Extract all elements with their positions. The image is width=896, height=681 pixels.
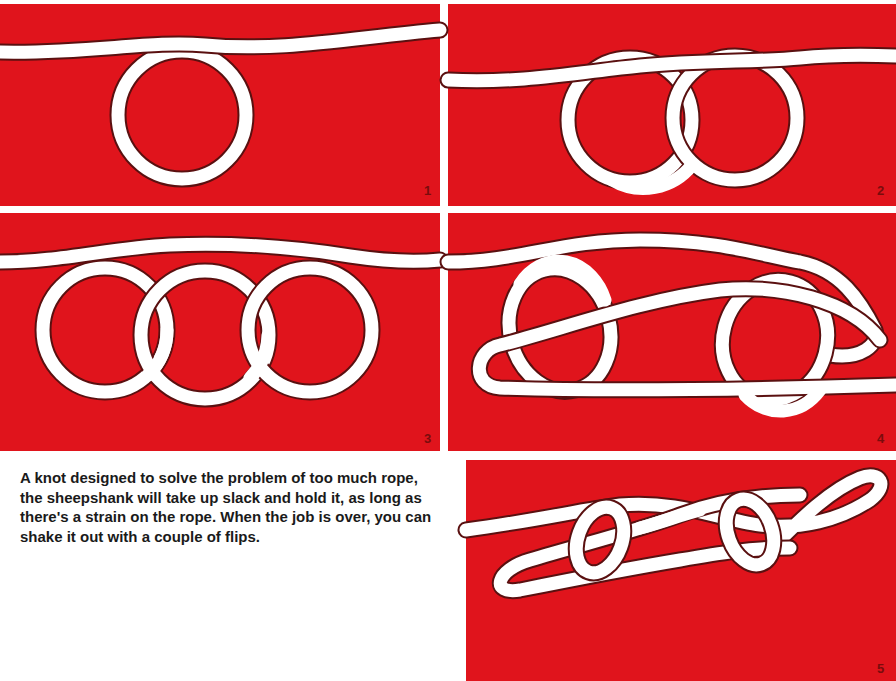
panel: [0, 4, 440, 206]
panel: [448, 213, 896, 451]
step-number: 2: [877, 184, 884, 197]
rope-step-5: [466, 476, 881, 591]
panel: [0, 213, 440, 451]
rope-step-1: [0, 30, 440, 179]
panel: [466, 460, 896, 681]
step-number: 3: [424, 432, 431, 445]
caption-text: A knot designed to solve the problem of …: [20, 468, 440, 546]
rope-step-2: [448, 55, 896, 188]
panel: [448, 4, 896, 206]
step-number: 5: [877, 662, 884, 675]
rope-step-3: [0, 244, 440, 399]
step-number: 1: [424, 184, 431, 197]
step-number: 4: [877, 432, 884, 445]
rope-step-4: [448, 240, 896, 411]
